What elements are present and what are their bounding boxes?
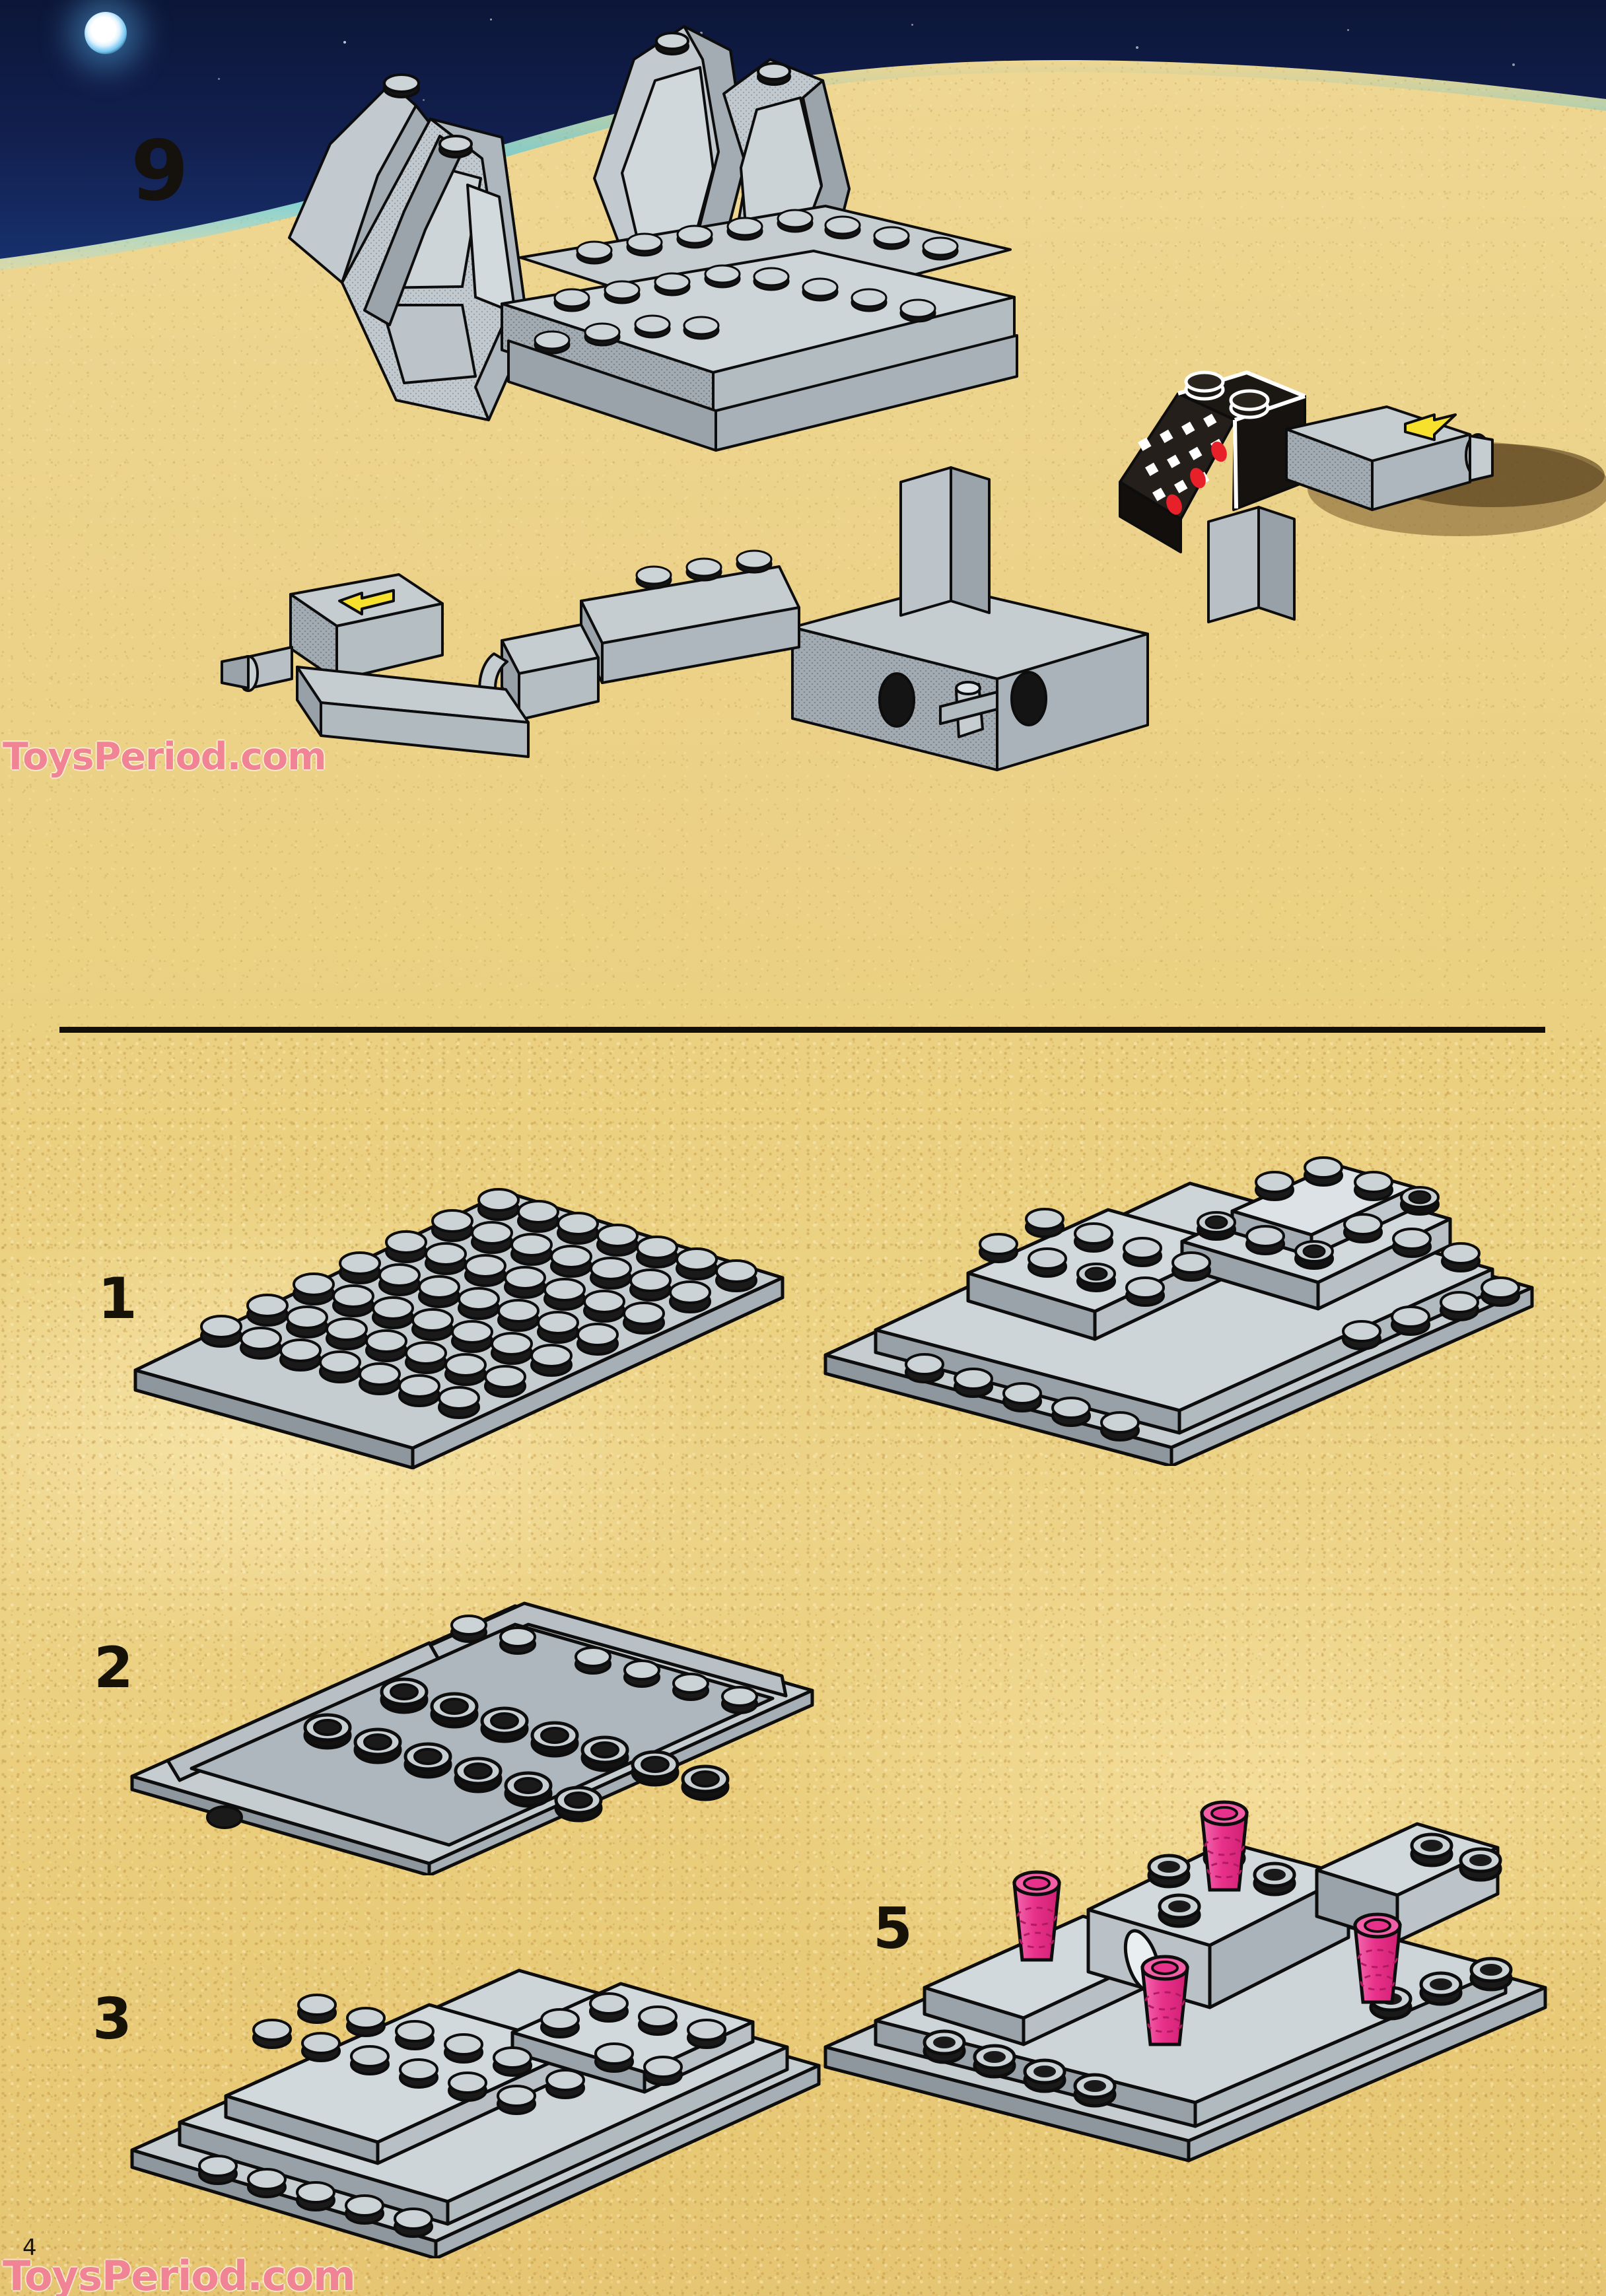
- substep-label-5: 5: [873, 1896, 913, 1962]
- pink-cone-front: [1142, 1957, 1187, 2044]
- pink-cone-left: [1014, 1872, 1059, 1960]
- substep-1-illustration: [133, 1188, 785, 1469]
- moon-icon: [85, 12, 127, 54]
- section-divider: [59, 1027, 1545, 1033]
- substep-label-1: 1: [98, 1266, 137, 1332]
- substep-2-illustration: [130, 1601, 814, 1875]
- substep-label-3: 3: [92, 1986, 132, 2052]
- page-title: 9: [131, 122, 189, 219]
- main-assembly-illustration: [221, 25, 1494, 771]
- substep-5-illustration: [823, 1677, 1547, 2163]
- watermark-top: ToysPeriod.com: [3, 735, 327, 779]
- substep-3-illustration: [130, 1968, 821, 2258]
- substep-label-2: 2: [94, 1635, 133, 1701]
- pink-cone-right: [1355, 1914, 1400, 2002]
- page-number: 4: [22, 2235, 37, 2261]
- arrow-left-icon: [1404, 413, 1457, 441]
- control-panel-brick: [1119, 370, 1306, 553]
- night-sky: [0, 0, 1606, 291]
- arrow-brick-right: [1285, 405, 1494, 511]
- arrow-left-icon: [338, 589, 395, 615]
- pink-cone-top: [1202, 1802, 1247, 1890]
- substep-4-illustration: [823, 1156, 1534, 1466]
- watermark-bottom: ToysPeriod.com: [3, 2252, 356, 2296]
